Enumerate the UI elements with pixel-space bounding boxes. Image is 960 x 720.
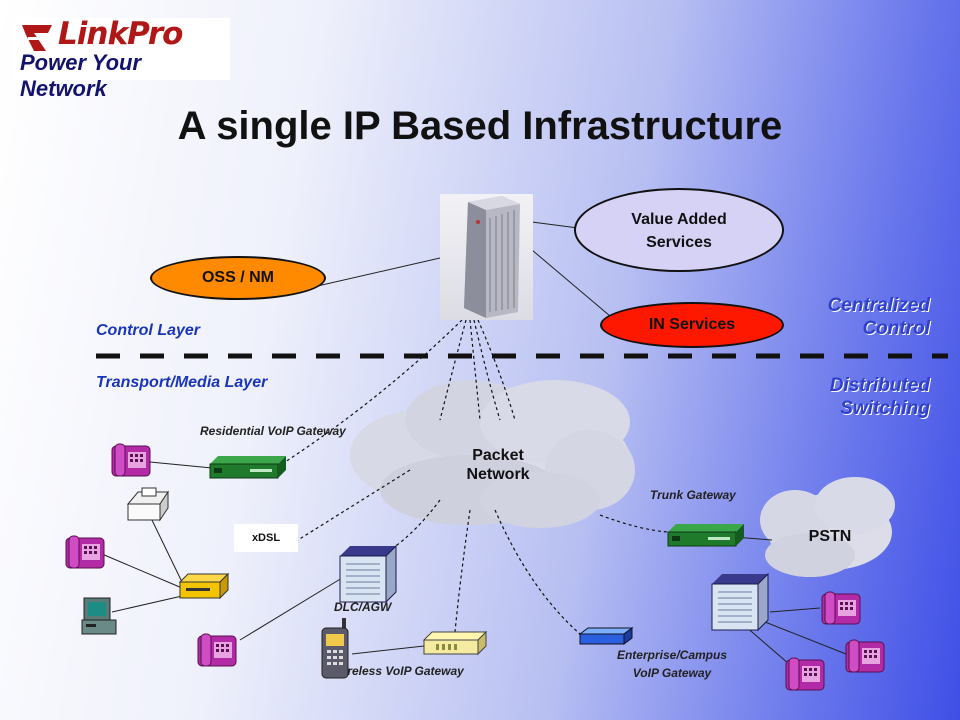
centralized-line2: Control <box>862 318 930 339</box>
line-server-vas <box>531 221 579 229</box>
trunk-gateway-label: Trunk Gateway <box>650 488 736 502</box>
softswitch-server <box>440 194 533 320</box>
packet-network-label: Packet Network <box>448 446 548 484</box>
logo-tagline: Power Your Network <box>20 50 142 101</box>
pstn-cloud <box>760 477 895 577</box>
enterprise-line2: VoIP Gateway <box>632 666 712 680</box>
residential-gateway-label: Residential VoIP Gateway <box>200 424 346 438</box>
logo: LinkPro Power Your Network <box>14 16 230 101</box>
centralized-control-label: Centralized Control <box>828 294 930 340</box>
oss-nm-label: OSS / NM <box>201 269 274 286</box>
distributed-line2: Switching <box>840 398 930 419</box>
vas-label-line2: Services <box>646 234 712 251</box>
logo-brand: LinkPro <box>58 16 183 52</box>
page-title: A single IP Based Infrastructure <box>177 104 783 148</box>
in-services-oval: IN Services <box>600 302 784 348</box>
in-services-label: IN Services <box>648 316 736 333</box>
packet-line1: Packet <box>472 447 524 464</box>
transport-layer-label: Transport/Media Layer <box>96 374 268 391</box>
logo-mark-icon <box>22 25 52 51</box>
line-server-oss <box>299 257 441 291</box>
vas-label-line1: Value Added <box>631 211 727 228</box>
enterprise-gateway-label: Enterprise/Campus VoIP Gateway <box>600 646 744 682</box>
pstn-label: PSTN <box>808 528 852 545</box>
xdsl-label: xDSL <box>234 524 298 552</box>
packet-line2: Network <box>466 466 530 483</box>
distributed-line1: Distributed <box>829 375 930 396</box>
distributed-switching-label: Distributed Switching <box>830 374 930 420</box>
value-added-services-oval: Value Added Services <box>574 188 784 272</box>
server-rack-icon <box>464 196 520 318</box>
dlc-agw-label: DLC/AGW <box>334 600 392 614</box>
control-layer-label: Control Layer <box>96 322 201 339</box>
enterprise-line1: Enterprise/Campus <box>616 648 728 662</box>
packet-network-cloud <box>350 380 635 528</box>
centralized-line1: Centralized <box>827 295 930 316</box>
oss-nm-oval: OSS / NM <box>150 256 326 300</box>
line-server-in <box>531 249 611 317</box>
wireless-gateway-label: ireless VoIP Gateway <box>344 664 464 678</box>
